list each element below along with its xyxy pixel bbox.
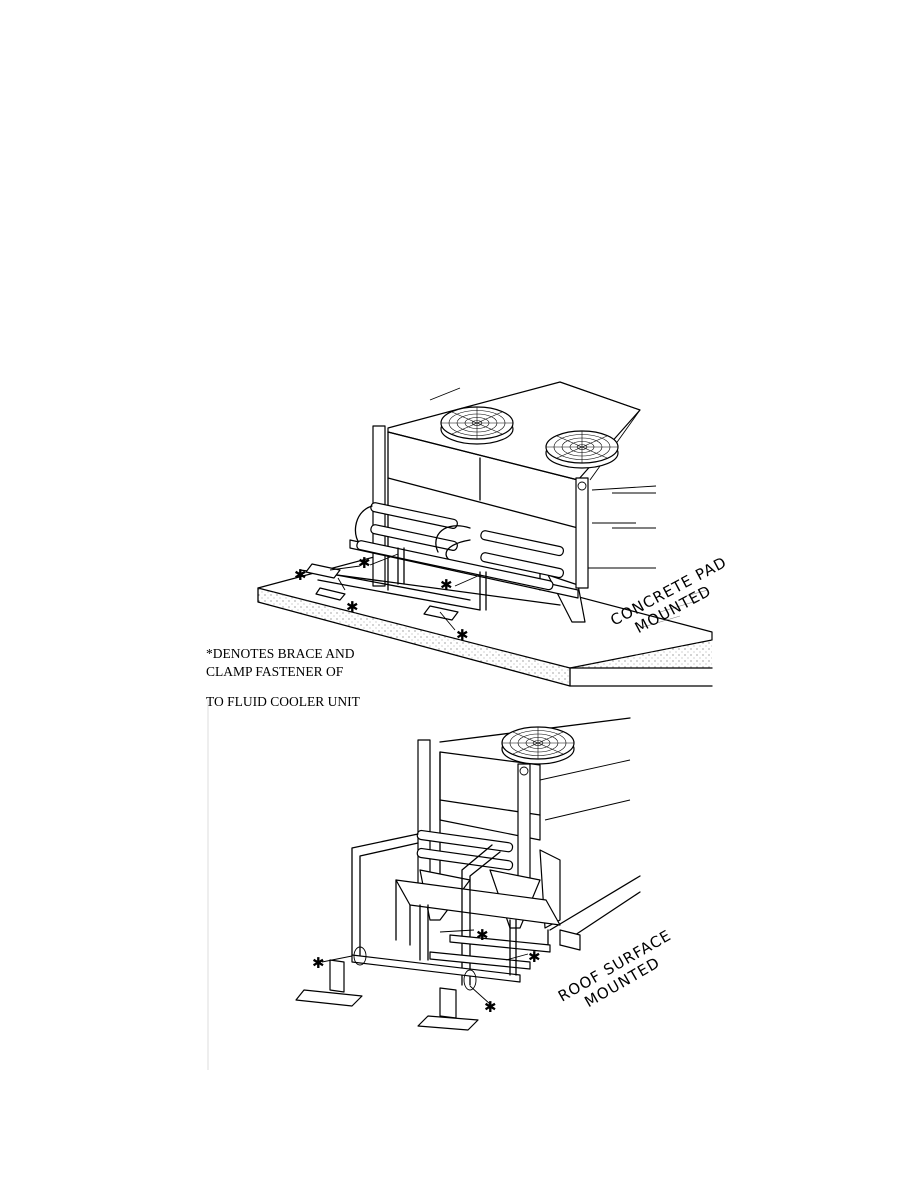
fastener-note: *DENOTES BRACE AND CLAMP FASTENER OF TO …	[206, 645, 360, 711]
fan-guard-right	[545, 430, 619, 469]
fastener-marker: ✱	[484, 998, 497, 1016]
coil-header-pipes	[309, 502, 565, 611]
fastener-marker: ✱	[440, 576, 453, 594]
faint-marks	[639, 589, 709, 629]
callout-leaders	[588, 485, 657, 569]
roof-mounted-unit-drawing: ✱ ✱ ✱ ✱ ROOF SURFACE MOUNTED	[207, 700, 674, 1070]
concrete-pad-unit-drawing: ✱ ✱ ✱ ✱ ✱ CONCRETE PAD MOUNTED	[257, 381, 730, 687]
note-line-3: TO FLUID COOLER UNIT	[206, 694, 360, 709]
roof-unit-casing	[395, 739, 581, 951]
roof-fan-guard	[501, 726, 575, 765]
roof-header-pipes	[351, 829, 551, 986]
note-line-1: *DENOTES BRACE AND	[206, 646, 355, 661]
fan-guard-left	[440, 406, 514, 445]
note-line-2: CLAMP FASTENER OF	[206, 664, 344, 679]
fastener-leaders	[321, 929, 529, 1005]
pipe-supports	[295, 946, 479, 1031]
fastener-marker: ✱	[312, 954, 325, 972]
fastener-marker: ✱	[456, 626, 469, 644]
fastener-marker: ✱	[358, 554, 371, 572]
fastener-marker: ✱	[294, 566, 307, 584]
brace-clamps	[305, 553, 481, 631]
fastener-marker: ✱	[528, 948, 541, 966]
fastener-marker: ✱	[476, 926, 489, 944]
fastener-marker: ✱	[346, 598, 359, 616]
